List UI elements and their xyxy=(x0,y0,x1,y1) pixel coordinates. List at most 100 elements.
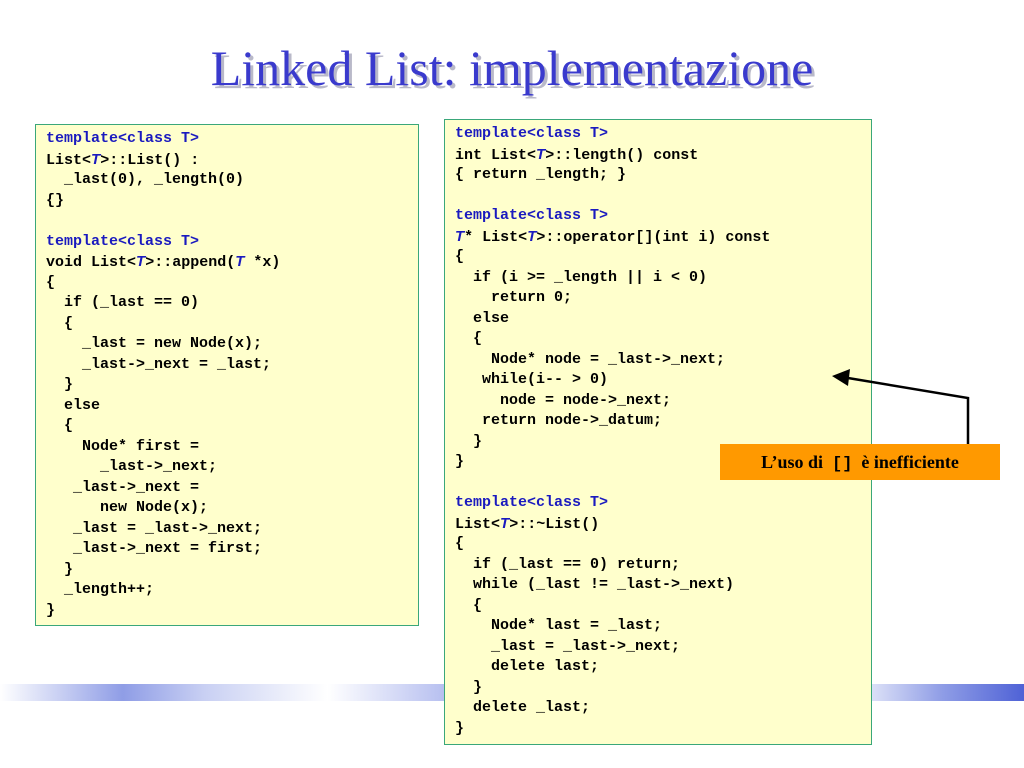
code-text: _last = new Node(x); xyxy=(46,335,263,352)
code-line: Node* last = _last; xyxy=(455,616,871,637)
code-line: Node* first = xyxy=(46,437,418,458)
code-line: { xyxy=(46,416,418,437)
code-text: { xyxy=(46,314,74,332)
code-type-param: T xyxy=(91,150,101,168)
code-text: if (i >= _length || i < 0) xyxy=(455,268,708,286)
code-type-param: T xyxy=(235,253,245,270)
code-type-param: T xyxy=(527,227,537,245)
code-text: >::~List() xyxy=(509,515,600,533)
code-text: void List< xyxy=(46,254,137,271)
code-line: template<class T> xyxy=(455,124,871,145)
code-text: * List< xyxy=(464,228,528,246)
code-box-left: template<class T>List<T>::List() : _last… xyxy=(35,124,419,626)
code-text: delete _last; xyxy=(455,699,591,716)
code-line: _last->_next; xyxy=(46,457,418,478)
code-line: List<T>::List() : xyxy=(46,150,418,171)
code-line: template<class T> xyxy=(455,493,871,514)
code-text: } xyxy=(46,376,74,393)
code-box-right: template<class T>int List<T>::length() c… xyxy=(444,119,872,745)
code-line: _last->_next = first; xyxy=(46,539,418,560)
code-text: List< xyxy=(455,515,501,533)
code-text: { xyxy=(46,417,74,434)
code-text: } xyxy=(455,678,483,696)
code-keyword: template<class T> xyxy=(455,494,609,511)
code-keyword: template<class T> xyxy=(46,232,200,250)
code-text: else xyxy=(46,396,101,414)
code-line: if (_last == 0) xyxy=(46,293,418,314)
code-keyword: template<class T> xyxy=(455,125,609,142)
code-text: } xyxy=(46,560,74,578)
code-line: new Node(x); xyxy=(46,498,418,519)
code-text: { xyxy=(455,596,483,614)
code-line: template<class T> xyxy=(455,206,871,227)
code-line: _last = new Node(x); xyxy=(46,334,418,355)
code-line: List<T>::~List() xyxy=(455,514,871,535)
code-line: {} xyxy=(46,191,418,212)
code-line: delete _last; xyxy=(455,698,871,719)
code-text: while (_last != _last->_next) xyxy=(455,576,735,593)
code-line: { xyxy=(455,596,871,617)
callout-note: L’uso di [] è inefficiente xyxy=(720,444,1000,480)
callout-text-after: è inefficiente xyxy=(852,452,959,472)
code-text: new Node(x); xyxy=(46,499,209,516)
code-text: delete last; xyxy=(455,658,600,675)
code-text: _length++; xyxy=(46,581,155,598)
code-type-param: T xyxy=(536,145,546,163)
code-text: { xyxy=(455,248,465,265)
code-line: { xyxy=(455,329,871,350)
code-line: } xyxy=(455,432,871,453)
code-text: *x) xyxy=(244,254,281,271)
code-text: >::length() const xyxy=(545,146,699,164)
code-line: int List<T>::length() const xyxy=(455,145,871,166)
code-text: if (_last == 0) return; xyxy=(455,555,681,573)
code-text: _last->_next = _last; xyxy=(46,355,272,373)
code-keyword: template<class T> xyxy=(46,130,200,147)
code-line: } xyxy=(46,560,418,581)
slide-title: Linked List: implementazione xyxy=(210,40,814,96)
code-text: else xyxy=(455,309,510,327)
code-line: while (_last != _last->_next) xyxy=(455,575,871,596)
code-text: >::List() : xyxy=(100,151,200,169)
code-text: { xyxy=(455,330,483,347)
code-text: _last = _last->_next; xyxy=(455,637,681,655)
code-line: template<class T> xyxy=(46,232,418,253)
callout-text-before: L’uso di xyxy=(761,452,832,472)
code-line: } xyxy=(46,601,418,622)
code-text: } xyxy=(455,432,483,450)
code-type-param: T xyxy=(136,253,146,270)
code-text: >::operator[](int i) const xyxy=(536,228,771,246)
code-text: _last->_next; xyxy=(46,458,218,475)
code-line: } xyxy=(46,375,418,396)
code-line: delete last; xyxy=(455,657,871,678)
code-text: { xyxy=(455,535,465,552)
code-line: } xyxy=(455,452,871,473)
code-text: {} xyxy=(46,191,65,209)
code-text: _last(0), _length(0) xyxy=(46,171,245,188)
code-text: _last->_next = first; xyxy=(46,540,263,557)
code-type-param: T xyxy=(500,514,510,532)
code-text: int List< xyxy=(455,146,537,164)
code-text: Node* node = _last->_next; xyxy=(455,350,726,368)
code-line: Node* node = _last->_next; xyxy=(455,350,871,371)
code-line: else xyxy=(46,396,418,417)
code-text: Node* last = _last; xyxy=(455,617,663,634)
code-line: { xyxy=(455,247,871,268)
code-text: if (_last == 0) xyxy=(46,294,200,311)
code-line: T* List<T>::operator[](int i) const xyxy=(455,227,871,248)
code-line: while(i-- > 0) xyxy=(455,370,871,391)
code-text: Node* first = xyxy=(46,437,200,455)
code-line: return node->_datum; xyxy=(455,411,871,432)
code-line: } xyxy=(455,678,871,699)
code-line: _last = _last->_next; xyxy=(455,637,871,658)
code-text: while(i-- > 0) xyxy=(455,371,609,388)
code-line: else xyxy=(455,309,871,330)
code-line: _last = _last->_next; xyxy=(46,519,418,540)
code-text: _last->_next = xyxy=(46,478,200,496)
code-line: { xyxy=(455,534,871,555)
code-text: List< xyxy=(46,151,92,169)
code-line: _last(0), _length(0) xyxy=(46,170,418,191)
callout-code: [] xyxy=(832,455,853,474)
code-text: { xyxy=(46,273,56,291)
code-line: { xyxy=(46,314,418,335)
